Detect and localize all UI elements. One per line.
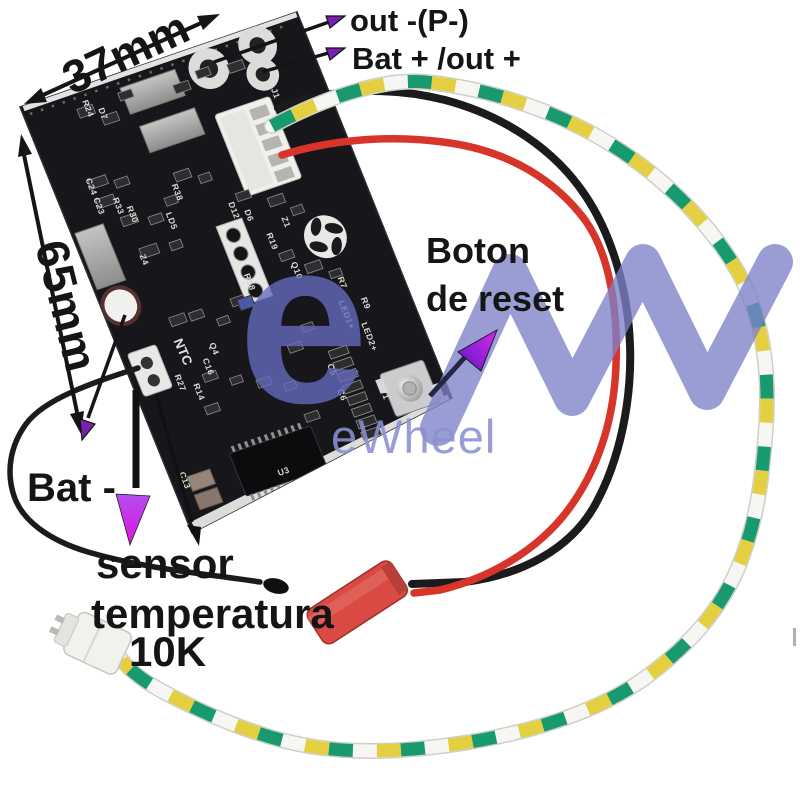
pad-annotations: out -(P-) Bat + /out + [213,3,521,76]
mounting-hole [100,285,142,327]
solder-pad [119,68,186,115]
ref-label: Z1 [279,215,292,229]
cable-green-strand [116,75,774,758]
label-reset-2: de reset [426,278,564,319]
watermark: e [238,189,793,452]
ref-label: R9 [359,296,373,311]
label-sensor-2: temperatura [91,590,334,637]
capacitor [186,468,217,492]
white-2pin-connector [48,611,133,675]
watermark-e-glyph: e [238,189,369,452]
ntc-sensor-wire [7,365,289,594]
label-reset-1: Boton [426,230,530,271]
power-wire-red [278,135,621,597]
board-components: NTC [74,25,444,511]
reset-annotation: Boton de reset [426,230,564,398]
blue-capacitor [236,294,256,312]
watermark-w-glyph [420,244,793,446]
ref-label: J1 [269,87,282,100]
ref-label: C6 [335,388,349,403]
brand-watermark-text: eWheel [331,410,496,463]
bat-neg-annotation: Bat - [27,314,127,510]
arrowhead-magenta [115,493,151,547]
label-bat-pos: Bat + /out + [352,41,521,76]
ref-label: D7 [96,106,110,121]
arrowhead [79,418,97,442]
solder-pad [138,107,206,154]
balance-connector [214,96,302,197]
arrowhead [325,47,347,62]
edge-artifact [793,628,796,646]
ref-label: Z4 [138,253,151,267]
ref-label: U3 [276,465,291,478]
solder-pad [74,223,127,291]
ref-label: R7 [336,275,350,290]
sensor-annotation: sensor temperatura 10K [91,390,334,675]
label-sensor-3: 10K [129,628,206,675]
cable-yellow-strand [116,75,774,758]
ref-label: Q4 [207,341,221,356]
ref-label: D6 [242,208,256,223]
label-out-neg: out -(P-) [350,3,469,38]
arrowhead [325,15,347,30]
pinwheel-logo [303,215,347,259]
led-header [215,217,274,305]
arrowhead [457,328,498,372]
jst-red-connector [306,560,409,645]
twisted-cable [114,73,775,759]
smd-components [76,59,344,423]
arrowhead [187,525,201,546]
power-wire-black [274,86,635,588]
arrowhead [18,134,32,157]
thermistor-tip [263,578,289,594]
ref-label: C5 [325,362,339,377]
label-bat-neg: Bat - [27,466,116,510]
arrowhead [24,88,47,104]
arrowhead [197,14,220,30]
capacitor [193,486,224,511]
ntc-pads [127,344,173,397]
label-sensor-1: sensor [96,540,234,587]
